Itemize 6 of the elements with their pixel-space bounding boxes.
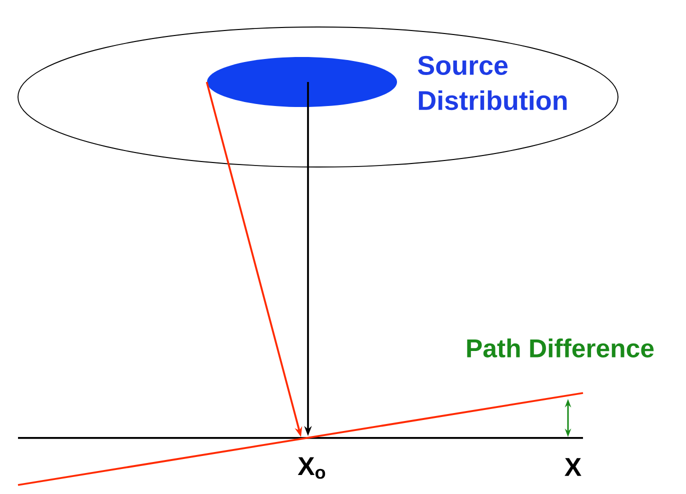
source-label: Source Distribution: [418, 56, 567, 110]
axis-label: X$_{o}$: [298, 457, 326, 479]
axis-label: X: [564, 458, 582, 476]
ellipse-outline: [18, 26, 618, 168]
path-difference-label: Path Difference: [467, 338, 654, 358]
source-ellipse: [207, 57, 397, 107]
